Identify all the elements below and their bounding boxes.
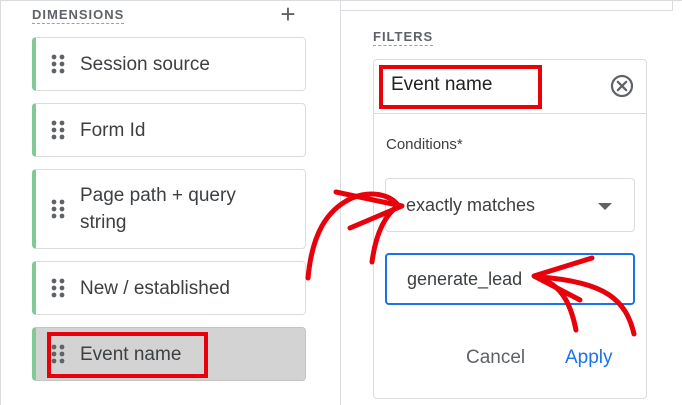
panel-top-border [340,10,673,11]
frame-right-border [672,0,673,10]
annotation-highlight-filter-title [379,65,542,109]
match-type-value: exactly matches [406,195,536,215]
dimension-chip-label: Event name [80,343,182,365]
dimension-chip-page-path-query-string[interactable]: Page path + query string [32,169,306,249]
filter-dimension-title: Event name [391,74,493,95]
plus-icon: + [280,0,296,29]
drag-handle-icon[interactable] [36,54,80,74]
filter-card [373,59,647,399]
frame-left-border [0,0,1,405]
drag-handle-icon[interactable] [36,199,80,219]
dimensions-section-label: DIMENSIONS [32,7,125,24]
clear-filter-button[interactable] [609,73,635,99]
conditions-label: Conditions* [386,136,463,153]
dimension-chip-label: Session source [80,53,210,75]
dimension-chip-label: Page path + query string [80,185,236,233]
column-divider [340,0,341,405]
drag-handle-icon[interactable] [36,278,80,298]
cancel-button[interactable]: Cancel [466,347,526,368]
frame-top-border [0,0,682,1]
filters-section-label: FILTERS [373,29,434,46]
filter-card-divider [374,113,646,114]
apply-button[interactable]: Apply [565,347,613,368]
add-dimension-button[interactable]: + [276,0,300,29]
dimension-chip-session-source[interactable]: Session source [32,37,306,91]
drag-handle-icon[interactable] [36,344,80,364]
dimension-chip-label: New / established [80,277,230,299]
drag-handle-icon[interactable] [36,120,80,140]
dimension-chip-form-id[interactable]: Form Id [32,103,306,157]
chevron-down-icon [598,203,612,210]
filter-value-input[interactable] [385,253,635,305]
dimension-chip-new-established[interactable]: New / established [32,261,306,315]
dimension-chip-event-name[interactable]: Event name [32,327,306,381]
annotation-highlight-event-name [47,332,208,378]
clear-circle-icon [610,74,634,98]
dimension-chip-label: Form Id [80,119,146,141]
